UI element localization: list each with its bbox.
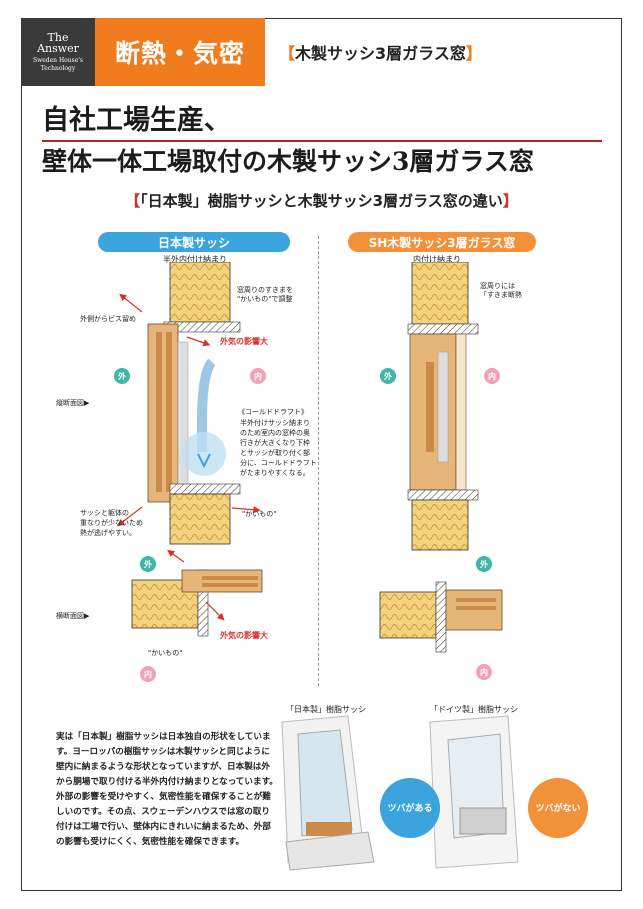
explanation-text: 実は「日本製」樹脂サッシは日本独自の形状をしています。ヨーロッパの樹脂サッシは木…	[56, 732, 278, 847]
logo-line-2: Answer	[37, 41, 79, 55]
vertical-section-label: 縦断面図▶	[56, 398, 90, 407]
inside-badge-right: 内	[484, 368, 500, 384]
sh-note-line1: 窓周りには	[480, 281, 515, 290]
brand-logo: The Answer Sweden House's Technology	[21, 18, 95, 86]
photo2-label: 「ドイツ製」樹脂サッシ	[430, 705, 518, 714]
header: The Answer Sweden House's Technology 断熱・…	[21, 18, 482, 86]
outside-label-left: 外	[118, 371, 126, 381]
logo-line-1: The	[47, 30, 69, 44]
gap-note-line1: 窓周りのすきまを	[237, 285, 293, 294]
cold-draft-6: がたまりやすくなる。	[240, 468, 310, 477]
right-horizontal-section	[379, 581, 503, 653]
cold-draft-3: 行きが大きくなり下枠	[240, 438, 310, 447]
japan-sash-pill: 日本製サッシ	[98, 232, 290, 252]
left-horizontal-section	[131, 549, 263, 637]
inside-badge-left-h: 内	[140, 666, 156, 682]
screw-note: 外側からビス留め	[80, 314, 136, 323]
gap-heat-note-3: 熱が逃げやすい。	[80, 528, 136, 537]
sh-note-line2: 「すきま断熱材」を使用	[480, 290, 522, 299]
comparison-text: 「日本製」樹脂サッシと木製サッシ3層ガラス窓の違い	[140, 192, 503, 210]
horizontal-section-label: 横断面図▶	[56, 611, 90, 620]
japan-sash-photo	[281, 715, 375, 871]
inside-label-right-h: 内	[480, 667, 488, 677]
photo1-label: 「日本製」樹脂サッシ	[286, 705, 366, 714]
cold-draft-2: のため室内の窓枠の奥	[240, 428, 310, 437]
comparison-heading: 【「日本製」樹脂サッシと木製サッシ3層ガラス窓の違い】	[0, 190, 643, 211]
outside-label-left-h: 外	[144, 559, 152, 569]
sash-photos: ツバがある ツバがない	[278, 712, 600, 872]
kaimono-label: "かいもの"	[242, 510, 276, 518]
cold-draft-5: 分に、コールドドラフト	[240, 458, 317, 467]
badge1-text: ツバがある	[387, 802, 432, 814]
cold-draft-4: とサッシが取り付く部	[240, 448, 310, 457]
sh-sash-pill: SH木製サッシ3層ガラス窓	[348, 232, 536, 252]
outside-badge-left: 外	[114, 368, 130, 384]
section-diagrams: 窓周りのすきまを "かいもの"で調整 外側からビス留め 外気の影響大 縦断面図▶…	[52, 262, 522, 692]
right-vertical-section	[407, 262, 479, 551]
inside-label-left: 内	[254, 371, 262, 381]
kaimono-bottom-label: "かいもの"	[148, 649, 182, 657]
gap-heat-note-2: 重なりが少ないため	[80, 518, 143, 527]
subcategory: 【 木製サッシ3層ガラス窓 】	[265, 18, 482, 86]
category-label: 断熱・気密	[95, 18, 265, 86]
outside-badge-right: 外	[380, 368, 396, 384]
comparison-bracket-close: 】	[502, 192, 518, 210]
outside-label-right: 外	[384, 371, 392, 381]
bracket-close: 】	[465, 44, 482, 63]
gap-note-line2: "かいもの"で調整	[237, 294, 292, 303]
effect-top-label: 外気の影響大	[220, 336, 268, 346]
inside-badge-right-h: 内	[476, 664, 492, 680]
badge-with-flange: ツバがある	[380, 778, 440, 838]
title-line-1: 自社工場生産、	[42, 105, 231, 136]
outside-badge-right-h: 外	[476, 556, 492, 572]
comparison-bracket-open: 【	[125, 192, 141, 210]
title-rule	[42, 140, 602, 142]
effect-bottom-label: 外気の影響大	[220, 630, 268, 640]
inside-label-right: 内	[488, 371, 496, 381]
page-frame	[21, 18, 622, 891]
inside-badge-left: 内	[250, 368, 266, 384]
cold-draft-1: 半外付けサッシ納まり	[240, 418, 310, 427]
sh-sash-subnote: 内付け納まり	[413, 255, 461, 264]
cold-draft-title: 《コールドドラフト》	[238, 408, 308, 416]
subcategory-text: 木製サッシ3層ガラス窓	[295, 44, 466, 63]
badge-without-flange: ツバがない	[528, 778, 588, 838]
japan-sash-subnote: 半外内付け納まり	[163, 255, 227, 264]
german-sash-photo	[429, 715, 519, 869]
left-vertical-section	[117, 262, 261, 545]
page-title: 自社工場生産、 壁体一体工場取付の木製サッシ3層ガラス窓	[42, 104, 602, 178]
title-line-2: 壁体一体工場取付の木製サッシ3層ガラス窓	[42, 147, 534, 176]
outside-label-right-h: 外	[480, 559, 488, 569]
outside-badge-left-h: 外	[140, 556, 156, 572]
inside-label-left-h: 内	[144, 669, 152, 679]
badge2-text: ツバがない	[535, 802, 580, 814]
bracket-open: 【	[279, 44, 296, 63]
logo-line-3: Sweden House's Technology	[32, 56, 84, 72]
gap-heat-note-1: サッシと躯体の	[80, 508, 129, 517]
center-divider	[318, 236, 319, 686]
